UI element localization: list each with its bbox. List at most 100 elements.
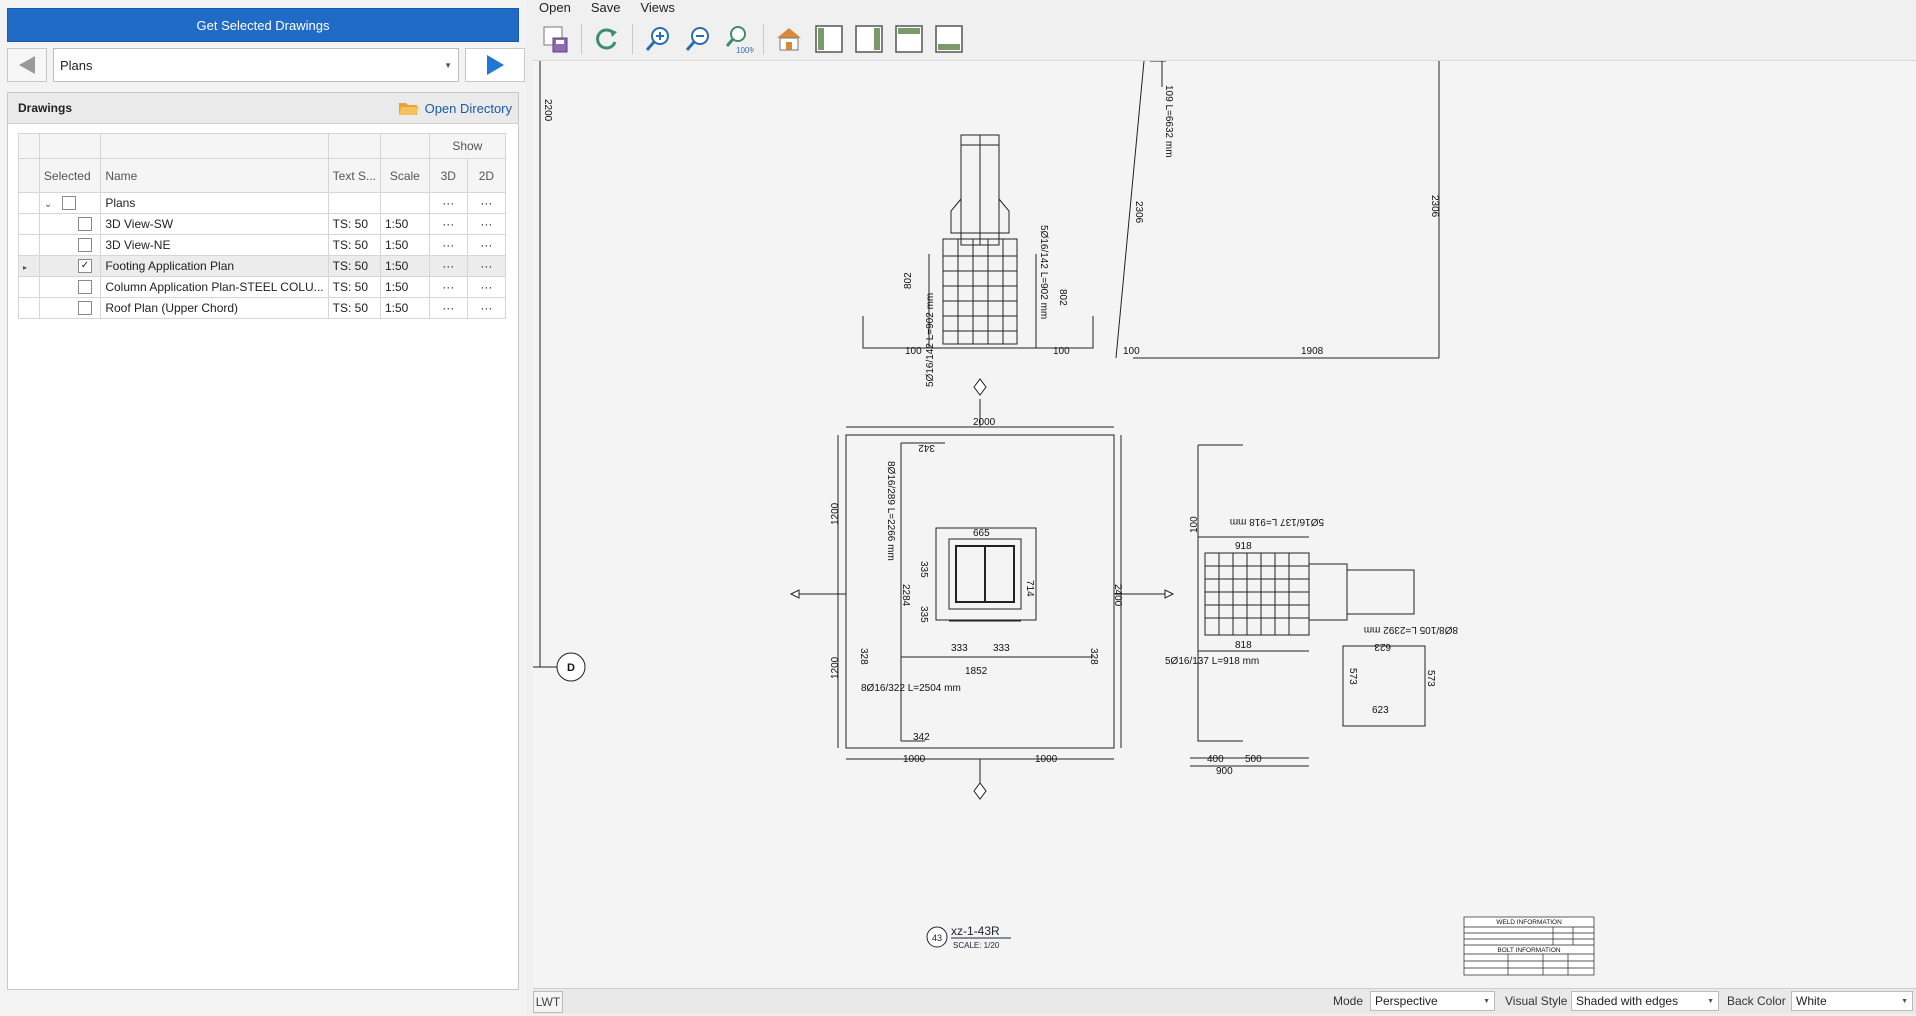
svg-text:900: 900 (1216, 766, 1233, 777)
row-checkbox[interactable] (77, 238, 92, 253)
play-button[interactable] (465, 48, 525, 82)
row-text-size: TS: 50 (327, 297, 382, 319)
drawing-svg: D 2200 100 100 802 802 5Ø16/142 L=902 mm… (533, 60, 1595, 976)
drawing-title-mark: 43 xz-1-43R SCALE: 1/20 (926, 924, 1011, 950)
visual-style-value: Shaded with edges (1576, 994, 1679, 1008)
chevron-down-icon: ▼ (444, 61, 452, 70)
lwt-toggle[interactable]: LWT (533, 991, 563, 1013)
drawing-canvas[interactable]: D 2200 100 100 802 802 5Ø16/142 L=902 mm… (533, 60, 1916, 989)
mode-value: Perspective (1375, 994, 1438, 1008)
row-3d-button[interactable]: ··· (428, 213, 468, 235)
svg-text:1908: 1908 (1301, 346, 1324, 357)
svg-text:500: 500 (1245, 754, 1262, 765)
svg-text:xz-1-43R: xz-1-43R (951, 924, 1000, 938)
back-button[interactable] (7, 48, 47, 82)
row-3d-button[interactable]: ··· (428, 297, 468, 319)
mode-select[interactable]: Perspective ▼ (1370, 991, 1495, 1011)
menu-save[interactable]: Save (590, 0, 621, 15)
zoom-out-button[interactable] (681, 22, 715, 56)
row-2d-button[interactable]: ··· (466, 297, 507, 319)
row-scale: 1:50 (380, 276, 430, 298)
svg-text:1000: 1000 (903, 754, 926, 765)
row-name: 3D View-NE (100, 234, 329, 256)
mode-label: Mode (1333, 994, 1364, 1008)
svg-text:8Ø16/322 L=2504 mm: 8Ø16/322 L=2504 mm (861, 683, 961, 694)
open-directory-link[interactable]: Open Directory (398, 99, 512, 117)
svg-text:918: 918 (1235, 541, 1252, 552)
back-color-select[interactable]: White ▼ (1791, 991, 1913, 1011)
table-row[interactable]: Roof Plan (Upper Chord) TS: 50 1:50 ··· … (18, 297, 507, 319)
pane-top-button[interactable] (892, 22, 926, 56)
row-3d-button[interactable]: ··· (428, 276, 468, 298)
table-row[interactable]: 3D View-SW TS: 50 1:50 ··· ··· (18, 213, 507, 235)
drawings-panel-header: Drawings Open Directory (8, 93, 518, 124)
viewer-toolbar: Open Save Views (533, 0, 1916, 60)
expand-chevron-icon[interactable]: ⌄ (43, 198, 53, 210)
svg-text:623: 623 (1372, 705, 1389, 716)
layout-right-icon (855, 25, 883, 53)
row-checkbox[interactable] (77, 301, 92, 316)
row-text-size: TS: 50 (327, 255, 382, 277)
svg-text:100: 100 (1189, 516, 1200, 533)
row-3d-button[interactable]: ··· (428, 255, 468, 277)
table-row[interactable]: 3D View-NE TS: 50 1:50 ··· ··· (18, 234, 507, 256)
svg-text:BOLT INFORMATION: BOLT INFORMATION (1497, 947, 1561, 954)
row-checkbox[interactable] (77, 280, 92, 295)
column-name[interactable]: Name (100, 158, 329, 193)
table-row[interactable]: Column Application Plan-STEEL COLU... TS… (18, 276, 507, 298)
pane-bottom-button[interactable] (932, 22, 966, 56)
column-scale[interactable]: Scale (380, 158, 430, 193)
left-pane: Get Selected Drawings Plans ▼ Drawings O… (0, 0, 526, 1016)
column-2d[interactable]: 2D (466, 158, 507, 193)
row-scale: 1:50 (380, 234, 430, 256)
svg-text:2000: 2000 (973, 417, 996, 428)
home-view-button[interactable] (772, 22, 806, 56)
row-2d-button[interactable]: ··· (466, 276, 507, 298)
zoom-100-button[interactable]: 100% (721, 22, 755, 56)
group-3d-button[interactable]: ··· (428, 192, 468, 214)
zoom-in-button[interactable] (641, 22, 675, 56)
column-selected[interactable]: Selected (38, 158, 102, 193)
pane-right-button[interactable] (852, 22, 886, 56)
drawing-set-combo[interactable]: Plans ▼ (53, 48, 459, 82)
save-drawing-button[interactable] (539, 22, 573, 56)
zoom-out-icon (685, 27, 709, 51)
info-tables: WELD INFORMATION BOLT INFORMATION (1463, 916, 1595, 976)
menu-views[interactable]: Views (640, 0, 675, 15)
svg-text:400: 400 (1207, 754, 1224, 765)
visual-style-select[interactable]: Shaded with edges ▼ (1571, 991, 1719, 1011)
svg-text:2306: 2306 (1133, 201, 1144, 224)
row-2d-button[interactable]: ··· (466, 255, 507, 277)
tool-buttons: 100% (539, 22, 966, 56)
home-icon (777, 28, 801, 51)
layout-left-icon (815, 25, 843, 53)
svg-text:8Ø8/105 L=2392 mm: 8Ø8/105 L=2392 mm (1364, 624, 1458, 635)
svg-text:100: 100 (1053, 346, 1070, 357)
svg-text:100: 100 (1123, 346, 1140, 357)
pane-left-button[interactable] (812, 22, 846, 56)
svg-text:573: 573 (1347, 668, 1358, 685)
folder-open-icon (398, 103, 419, 115)
svg-text:335: 335 (918, 561, 929, 578)
back-arrow-icon (19, 56, 35, 74)
get-selected-drawings-button[interactable]: Get Selected Drawings (7, 8, 519, 42)
svg-text:714: 714 (1024, 580, 1035, 597)
group-2d-button[interactable]: ··· (466, 192, 507, 214)
column-3d[interactable]: 3D (428, 158, 468, 193)
menu-open[interactable]: Open (539, 0, 571, 15)
row-2d-button[interactable]: ··· (466, 234, 507, 256)
row-name: Footing Application Plan (100, 255, 329, 277)
group-checkbox[interactable] (62, 196, 77, 211)
svg-text:1200: 1200 (830, 502, 841, 525)
row-3d-button[interactable]: ··· (428, 234, 468, 256)
row-checkbox-checked[interactable]: ✓ (77, 259, 92, 274)
svg-text:43: 43 (932, 933, 942, 943)
refresh-button[interactable] (590, 22, 624, 56)
save-drawing-icon (543, 26, 568, 53)
group-row: ⌄ Plans ··· ··· (18, 192, 507, 214)
svg-text:1200: 1200 (830, 656, 841, 679)
table-row-selected[interactable]: ▸ ✓ Footing Application Plan TS: 50 1:50… (18, 255, 507, 277)
row-2d-button[interactable]: ··· (466, 213, 507, 235)
column-text-size[interactable]: Text S... (327, 158, 382, 193)
row-checkbox[interactable] (77, 217, 92, 232)
